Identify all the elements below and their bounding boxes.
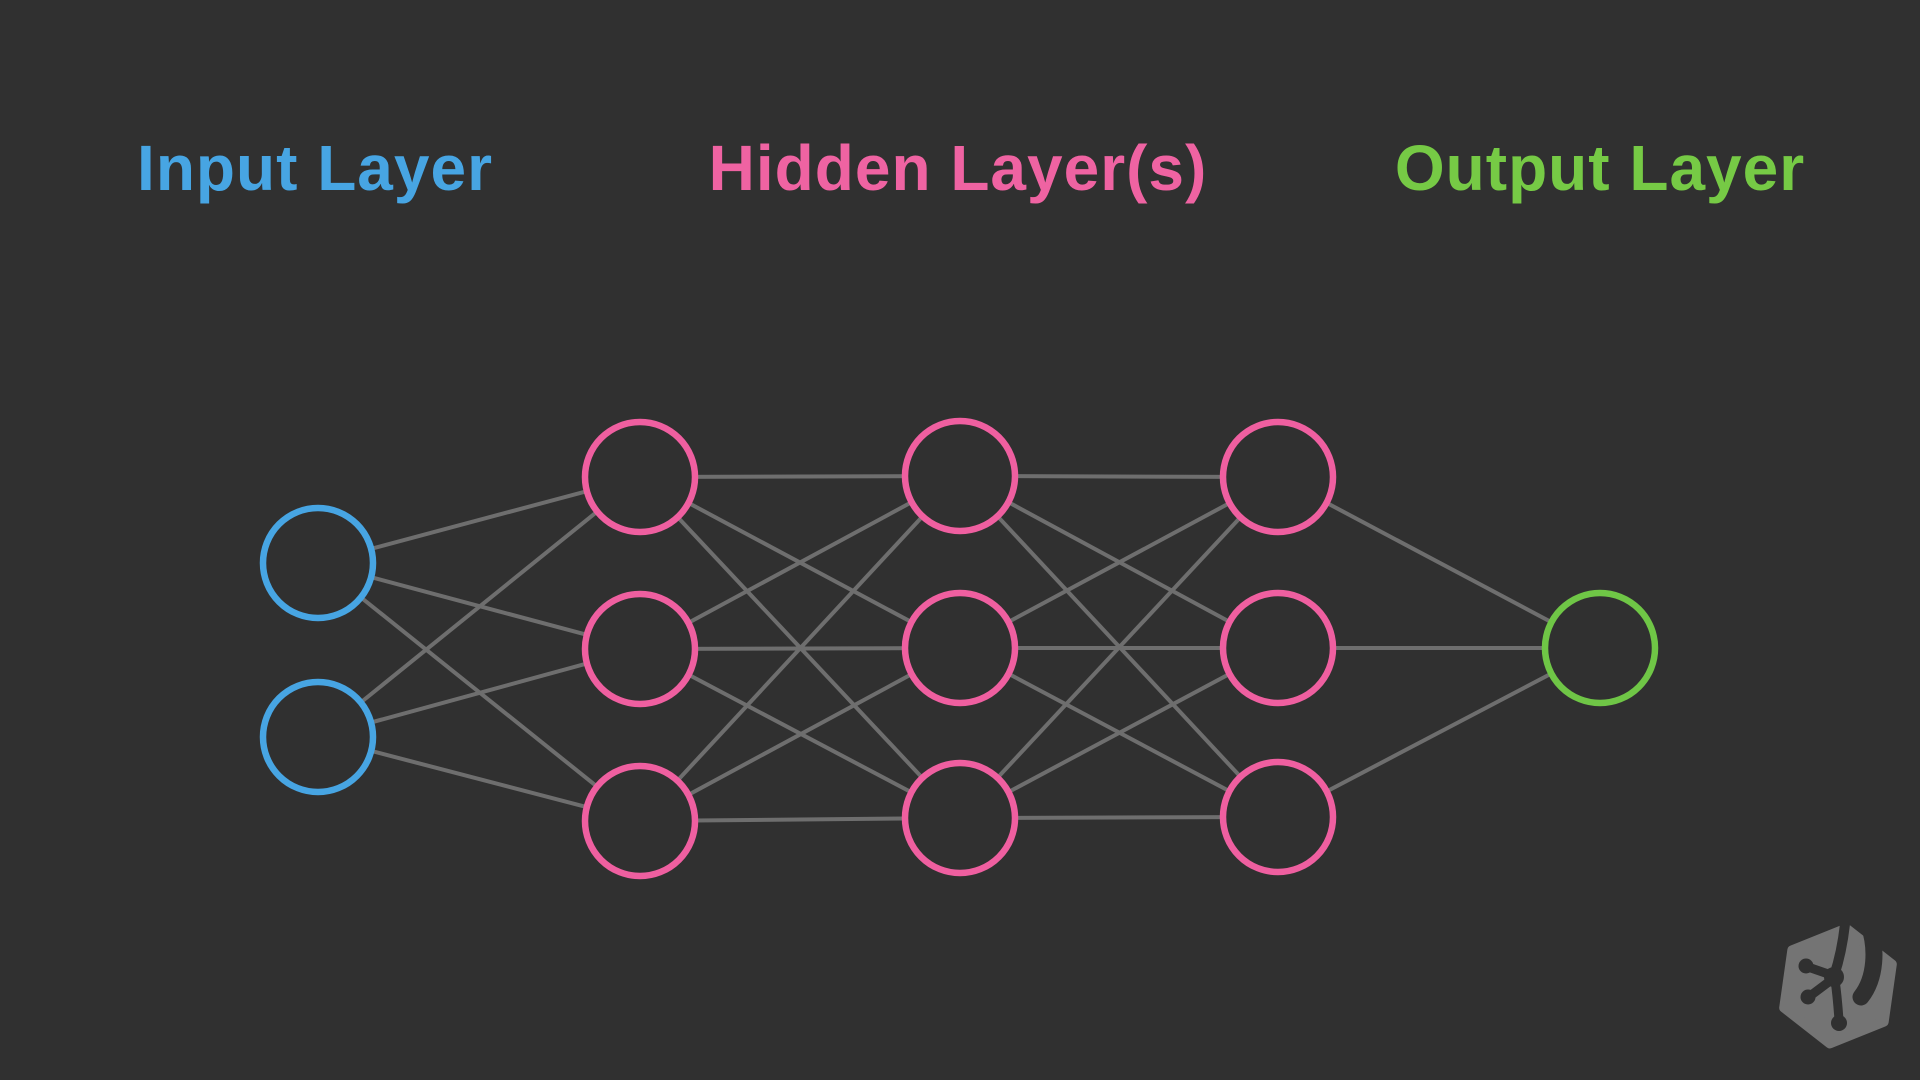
node-hidden-3-1 [1219, 418, 1337, 536]
edge-hidden-1-to-hidden-2 [638, 474, 962, 823]
logo-hexagon-stroke [1779, 923, 1897, 1049]
node-hidden-2-2 [901, 589, 1019, 707]
edge-hidden-3-to-output [1277, 475, 1601, 650]
node-hidden-3-3 [1219, 758, 1337, 876]
label-output-layer: Output Layer [1394, 132, 1806, 204]
edge-hidden-2-to-hidden-3 [959, 646, 1279, 820]
node-hidden-3-2 [1219, 589, 1337, 707]
edge-hidden-3-to-output [1277, 646, 1601, 819]
edge-hidden-1-to-hidden-2 [639, 474, 961, 651]
node-hidden-2-1 [901, 417, 1019, 535]
edge-hidden-2-to-hidden-3 [958, 475, 1280, 820]
node-hidden-1-1 [581, 418, 699, 536]
node-input-2 [259, 678, 377, 796]
treehouse-logo [1779, 920, 1897, 1049]
node-hidden-2-3 [901, 759, 1019, 877]
edge-input-to-hidden-1 [316, 475, 642, 739]
label-input-layer: Input Layer [137, 132, 493, 204]
logo-branch-tips-icon [1798, 958, 1847, 1031]
edge-hidden-1-to-hidden-2 [639, 646, 961, 823]
edge-hidden-2-to-hidden-3 [959, 475, 1279, 650]
node-output-1 [1541, 589, 1659, 707]
label-hidden-layers: Hidden Layer(s) [708, 132, 1208, 204]
node-hidden-1-2 [581, 590, 699, 708]
node-hidden-1-3 [581, 762, 699, 880]
node-input-1 [259, 504, 377, 622]
